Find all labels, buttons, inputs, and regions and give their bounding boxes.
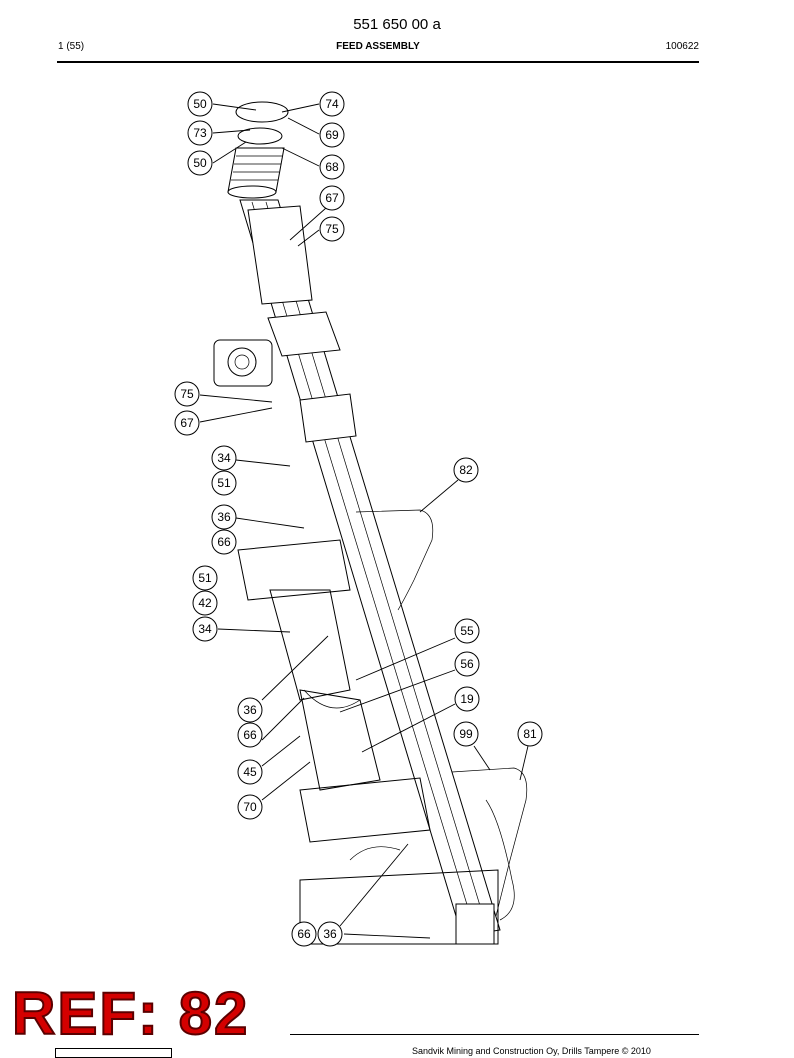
svg-text:36: 36 [217,510,231,524]
hoses [355,509,528,921]
callout-51-upper: 51 [211,470,237,496]
footer-copyright: Sandvik Mining and Construction Oy, Dril… [412,1046,651,1056]
svg-text:34: 34 [217,451,231,465]
callout-67-mid: 67 [174,410,200,436]
callout-42: 42 [192,590,218,616]
svg-text:51: 51 [217,476,231,490]
svg-text:67: 67 [325,191,339,205]
callout-45: 45 [237,759,263,785]
svg-text:69: 69 [325,128,339,142]
motor [213,339,273,387]
company-logo [55,1048,172,1058]
callout-73: 73 [187,120,213,146]
callout-51-lower: 51 [192,565,218,591]
callout-99: 99 [453,721,479,747]
svg-text:67: 67 [180,416,194,430]
callout-34-upper: 34 [211,445,237,471]
svg-text:82: 82 [459,463,473,477]
svg-text:70: 70 [243,800,257,814]
svg-text:36: 36 [243,703,257,717]
svg-text:50: 50 [193,156,207,170]
callout-36-upper: 36 [211,504,237,530]
svg-text:34: 34 [198,622,212,636]
callout-34-lower: 34 [192,616,218,642]
top-parts [227,101,289,199]
callout-68: 68 [319,154,345,180]
svg-text:81: 81 [523,727,537,741]
page-title: FEED ASSEMBLY [336,41,420,52]
callout-66-mid: 66 [237,722,263,748]
reference-stamp: REF: 82 [11,980,250,1047]
page-indicator: 1 (55) [58,41,85,52]
callout-36-bottom: 36 [317,921,343,947]
svg-text:66: 66 [243,728,257,742]
svg-text:66: 66 [217,535,231,549]
callout-82: 82 [453,457,479,483]
svg-text:45: 45 [243,765,257,779]
callout-69: 69 [319,122,345,148]
callout-81: 81 [517,721,543,747]
callout-75-mid: 75 [174,381,200,407]
callout-19: 19 [454,686,480,712]
leader-lines [199,103,529,939]
callout-70: 70 [237,794,263,820]
callout-56: 56 [454,651,480,677]
footer-rule [290,1034,699,1035]
callout-67-top: 67 [319,185,345,211]
callout-75-top: 75 [319,216,345,242]
svg-text:50: 50 [193,97,207,111]
svg-text:56: 56 [460,657,474,671]
centralizers [237,539,431,861]
feed-beam [239,199,501,945]
svg-text:42: 42 [198,596,212,610]
svg-text:75: 75 [325,222,339,236]
svg-text:55: 55 [460,624,474,638]
callout-36-mid: 36 [237,697,263,723]
svg-text:75: 75 [180,387,194,401]
callout-66-bottom: 66 [291,921,317,947]
date-code: 100622 [665,41,699,52]
header-rule [57,61,699,63]
svg-text:99: 99 [459,727,473,741]
svg-text:73: 73 [193,126,207,140]
callout-66-upper: 66 [211,529,237,555]
callout-50-top: 50 [187,91,213,117]
callout-55: 55 [454,618,480,644]
svg-text:74: 74 [325,97,339,111]
callout-74: 74 [319,91,345,117]
callout-50-lower: 50 [187,150,213,176]
document-number: 551 650 00 a [353,16,441,33]
svg-text:68: 68 [325,160,339,174]
svg-text:51: 51 [198,571,212,585]
svg-text:19: 19 [460,692,474,706]
svg-text:36: 36 [323,927,337,941]
svg-text:66: 66 [297,927,311,941]
